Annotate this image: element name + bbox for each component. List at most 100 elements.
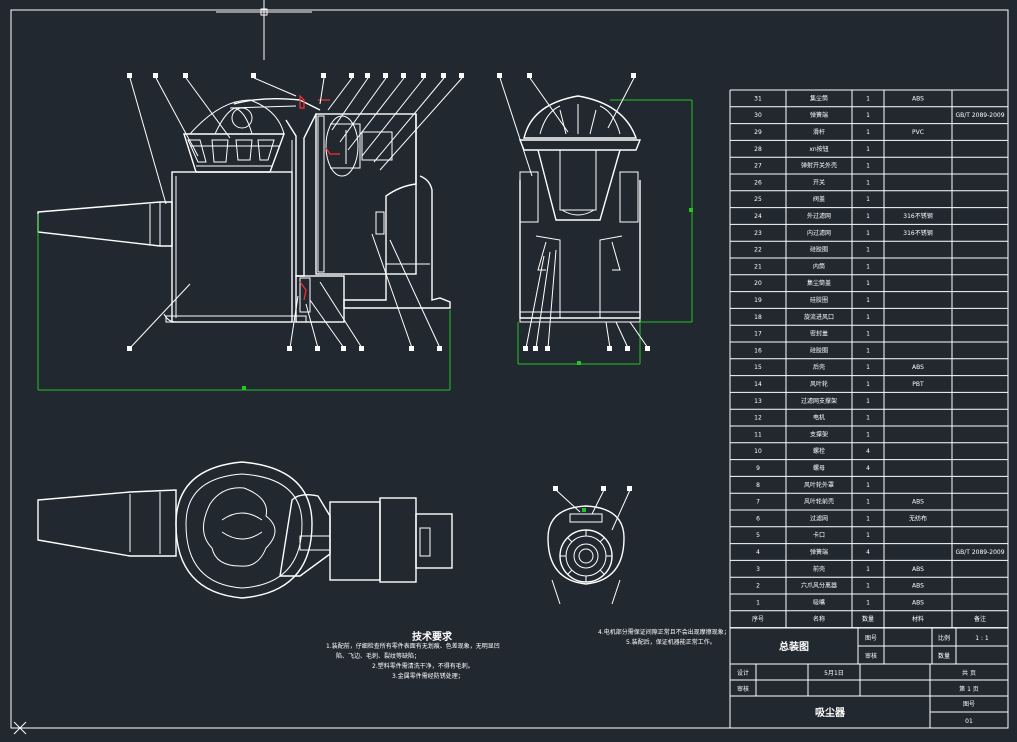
callout-number: 6 <box>350 73 353 78</box>
bom-cell: PBT <box>912 381 924 388</box>
bom-cell: 螺母 <box>813 464 825 472</box>
bom-cell: ABS <box>912 95 924 102</box>
bom-cell: 前壳 <box>813 565 825 573</box>
bom-cell: 21 <box>754 263 762 270</box>
tech-notes-right: 4.电机部分需保证间隙正常且不会出现摩擦现象； 5.装配后，保证机器能正常工作。 <box>598 628 730 648</box>
crosshair-cursor-icon <box>216 0 312 60</box>
bom-cell: 过滤网 <box>810 514 828 522</box>
bom-cell: 1 <box>866 112 870 119</box>
bom-header-cell: 名称 <box>813 615 825 623</box>
bom-cell: 1 <box>866 179 870 186</box>
front-callout-markers <box>127 73 464 351</box>
bom-header-cell: 数量 <box>862 615 874 623</box>
tech-line: 3.金属零件需经防锈处理； <box>392 673 464 680</box>
tech-notes: 1.装配前，仔细检查所有零件表面有无划痕、色差现象，无明显凹 陷、飞边、毛刺、裂… <box>326 642 500 682</box>
bom-cell: 密封盖 <box>810 330 828 338</box>
bom-cell: 1 <box>866 381 870 388</box>
bom-cell: 1 <box>866 247 870 254</box>
bom-cell: 开关 <box>813 178 825 186</box>
bom-cell: 16 <box>754 347 762 354</box>
bom-cell: 风叶轮 <box>810 380 828 388</box>
bom-cell: 1 <box>866 230 870 237</box>
bom-cell: 过滤网支撑架 <box>801 397 837 405</box>
bom-cell: 1 <box>866 415 870 422</box>
bom-cell: 1 <box>866 499 870 506</box>
bom-cell: 4 <box>866 465 870 472</box>
tech-line: 4.电机部分需保证间隙正常且不会出现摩擦现象； <box>598 629 730 636</box>
bom-cell: 7 <box>756 499 760 506</box>
tech-line: 1.装配前，仔细检查所有零件表面有无划痕、色差现象，无明显凹 <box>326 643 500 650</box>
front-view <box>37 77 463 391</box>
bom-cell: 硅胶圈 <box>810 296 828 304</box>
bom-header-cell: 备注 <box>974 615 986 623</box>
bom-cell: 卡口 <box>813 531 825 539</box>
bom-cell: 1 <box>866 583 870 590</box>
bom-cell: 17 <box>754 331 762 338</box>
bom-cell: 20 <box>754 280 762 287</box>
bom-cell: 旋流进风口 <box>804 313 834 321</box>
bom-cell: 316不锈钢 <box>903 229 932 237</box>
bom-cell: GB/T 2089-2009 <box>955 549 1004 556</box>
label-check: 审核 <box>865 652 877 660</box>
design-date: 5月1日 <box>824 670 844 677</box>
bom-cell: 滑杆 <box>813 128 825 136</box>
bom-cell: 1 <box>866 263 870 270</box>
bom-cell: 22 <box>754 247 762 254</box>
drawing-name: 总装图 <box>779 640 809 653</box>
section-callout-markers <box>553 486 632 491</box>
callout-number: 2 <box>154 73 157 78</box>
bom-cell: 后壳 <box>813 363 825 371</box>
bom-cell: 内筒 <box>813 262 825 270</box>
bom-cell: 1 <box>866 532 870 539</box>
bom-cell: 1 <box>866 213 870 220</box>
product-name: 吸尘器 <box>815 706 846 719</box>
bom-cell: 弹射开关外壳 <box>801 162 837 170</box>
bom-cell: 1 <box>866 431 870 438</box>
callout-number: 4 <box>252 73 255 78</box>
callout-number: 14 <box>497 73 503 78</box>
bom-cell: 24 <box>754 213 762 220</box>
section-view <box>547 489 631 605</box>
bom-cell: 1 <box>866 331 870 338</box>
bom-cell: xn按钮 <box>809 145 828 153</box>
bom-header-cell: 序号 <box>752 615 764 623</box>
bom-cell: 27 <box>754 163 762 170</box>
title-block: 总装图 图号 审核 比例 1 : 1 数量 设计 审核 5月1日 共 页 第 1… <box>729 627 1009 729</box>
drawing-code: 01 <box>965 718 973 725</box>
bom-cell: 无纺布 <box>909 514 927 522</box>
callout-number: 3 <box>184 73 187 78</box>
tech-line: 2.塑料零件需清洗干净，不得有毛刺。 <box>372 663 474 670</box>
bom-cell: 1 <box>866 314 870 321</box>
callout-number: 7 <box>366 73 369 78</box>
bom-cell: 六爪风分离器 <box>801 582 837 590</box>
bom-cell: 9 <box>756 465 760 472</box>
bom-cell: GB/T 2089-2009 <box>955 112 1004 119</box>
bom-cell: 1 <box>866 95 870 102</box>
bom-cell: 支撑架 <box>810 430 828 438</box>
callout-number: 5 <box>322 73 325 78</box>
bom-cell: 23 <box>754 230 762 237</box>
side-callout-markers <box>497 73 650 351</box>
callout-number: 1 <box>128 73 131 78</box>
label-design: 设计 <box>737 669 749 677</box>
drawing-frame <box>10 9 1009 729</box>
bom-cell: 集尘筒 <box>810 94 828 102</box>
sheets-total: 共 页 <box>962 669 976 677</box>
callout-number: 9 <box>402 73 405 78</box>
callout-number: 19 <box>627 486 633 491</box>
bom-cell: 10 <box>754 448 762 455</box>
bom-cell: 集尘筒盖 <box>807 279 831 287</box>
tech-line: 陷、飞边、毛刺、裂纹等缺陷； <box>336 653 421 660</box>
callout-number: 13 <box>127 346 133 351</box>
bom-cell: 4 <box>866 549 870 556</box>
bom-cell: 弹簧端 <box>810 548 828 556</box>
bom-cell: 阀盖 <box>813 195 825 203</box>
bom-cell: 1 <box>756 599 760 606</box>
label-scale: 比例 <box>938 634 950 642</box>
bom-cell: 4 <box>756 549 760 556</box>
bom-cell: 1 <box>866 364 870 371</box>
bom-cell: 18 <box>754 314 762 321</box>
bom-cell: 316不锈钢 <box>903 212 932 220</box>
label-review: 审核 <box>737 685 749 693</box>
